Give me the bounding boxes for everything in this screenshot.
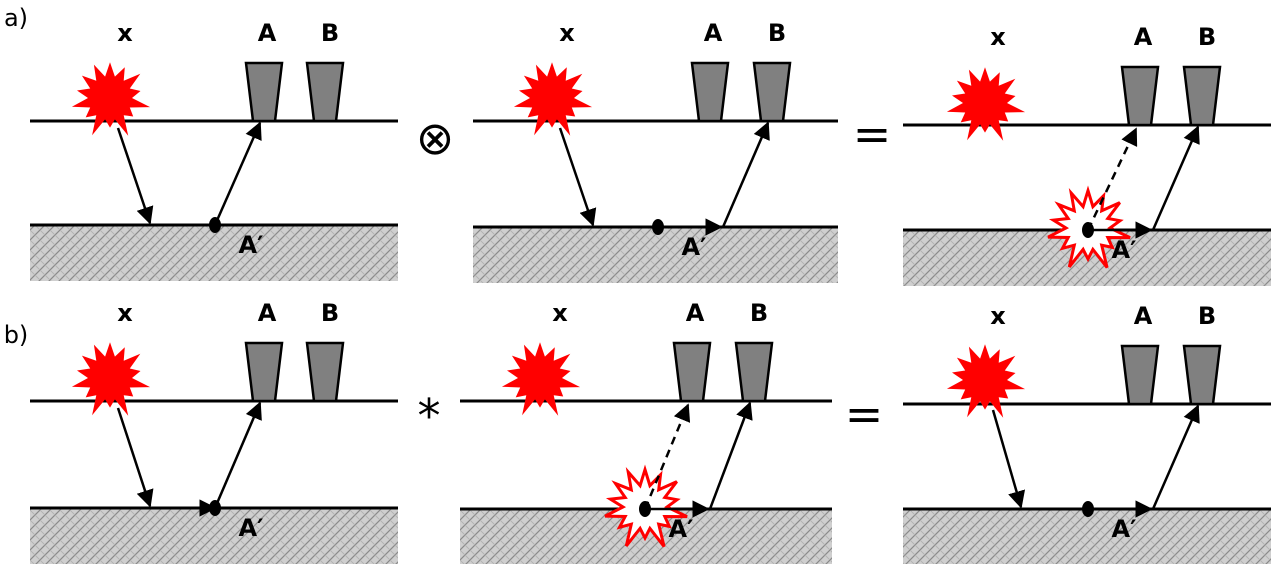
reflection-point-marker — [1082, 501, 1094, 517]
panel-a-1: x A B A′ — [30, 19, 398, 281]
receiver-a — [244, 61, 284, 123]
ray — [1151, 125, 1200, 231]
source-label: x — [990, 23, 1006, 51]
source-starburst — [513, 62, 593, 136]
panel-a-2: x A B A′ — [473, 19, 838, 283]
reflection-point-label: A′ — [1112, 236, 1137, 264]
receiver-a — [690, 61, 730, 123]
receiver-b-label: B — [768, 19, 786, 47]
ray — [116, 127, 154, 225]
crosscorrelation-operator: ⊗ — [416, 111, 455, 165]
equals-operator-a: = — [853, 107, 892, 161]
receiver-a-label: A — [1134, 302, 1153, 330]
ray — [721, 121, 770, 228]
receiver-a — [1120, 344, 1160, 406]
source-starburst — [946, 344, 1026, 418]
source-label: x — [552, 299, 568, 327]
ray — [213, 401, 262, 509]
convolution-operator: * — [418, 389, 441, 443]
receiver-a-label: A — [1134, 23, 1153, 51]
receiver-b — [1182, 65, 1222, 127]
receiver-b — [752, 61, 792, 123]
ray — [991, 409, 1026, 509]
subsurface-layer — [30, 508, 398, 564]
reflection-point-marker — [1082, 222, 1094, 238]
row-label-a: a) — [4, 4, 28, 32]
receiver-a — [244, 341, 284, 403]
panel-a-3: x A B A′ — [903, 23, 1271, 286]
reflection-point-label: A′ — [239, 514, 264, 542]
reflection-point-label: A′ — [1112, 515, 1137, 543]
reflection-point-label: A′ — [682, 233, 707, 261]
reflection-point-label: A′ — [669, 515, 694, 543]
receiver-a — [672, 341, 712, 403]
ray — [558, 127, 597, 227]
panel-b-2: x A B A′ — [460, 299, 832, 564]
subsurface-layer — [903, 509, 1271, 564]
receiver-a-label: A — [258, 299, 277, 327]
source-label: x — [117, 299, 133, 327]
reflection-point-marker — [209, 500, 221, 516]
receiver-b — [305, 61, 345, 123]
reflection-point-marker — [209, 217, 221, 233]
receiver-a — [1120, 65, 1160, 127]
row-label-b: b) — [4, 321, 29, 349]
panel-b-1: x A B A′ — [30, 299, 398, 564]
source-starburst — [501, 342, 581, 416]
source-label: x — [559, 19, 575, 47]
receiver-b-label: B — [1198, 302, 1216, 330]
reflection-point-marker — [652, 219, 664, 235]
receiver-b — [305, 341, 345, 403]
receiver-b-label: B — [321, 19, 339, 47]
receiver-a-label: A — [258, 19, 277, 47]
ray — [213, 121, 262, 226]
receiver-b — [1182, 344, 1222, 406]
source-starburst — [71, 342, 151, 416]
receiver-b-label: B — [321, 299, 339, 327]
virtual-ray — [643, 403, 691, 510]
subsurface-layer — [30, 225, 398, 281]
source-starburst — [71, 62, 151, 136]
ray — [116, 407, 154, 508]
receiver-b — [734, 341, 774, 403]
ray — [708, 401, 753, 510]
source-label: x — [117, 19, 133, 47]
receiver-a-label: A — [686, 299, 705, 327]
source-label: x — [990, 302, 1006, 330]
receiver-b-label: B — [750, 299, 768, 327]
receiver-a-label: A — [704, 19, 723, 47]
receiver-b-label: B — [1198, 23, 1216, 51]
subsurface-layer — [473, 227, 838, 283]
source-starburst — [946, 67, 1026, 141]
virtual-ray — [1086, 127, 1138, 231]
reflection-point-marker — [639, 501, 651, 517]
panel-b-3: x A B A′ — [903, 302, 1271, 564]
ray — [1151, 404, 1200, 510]
equals-operator-b: = — [845, 387, 884, 441]
reflection-point-label: A′ — [239, 231, 264, 259]
